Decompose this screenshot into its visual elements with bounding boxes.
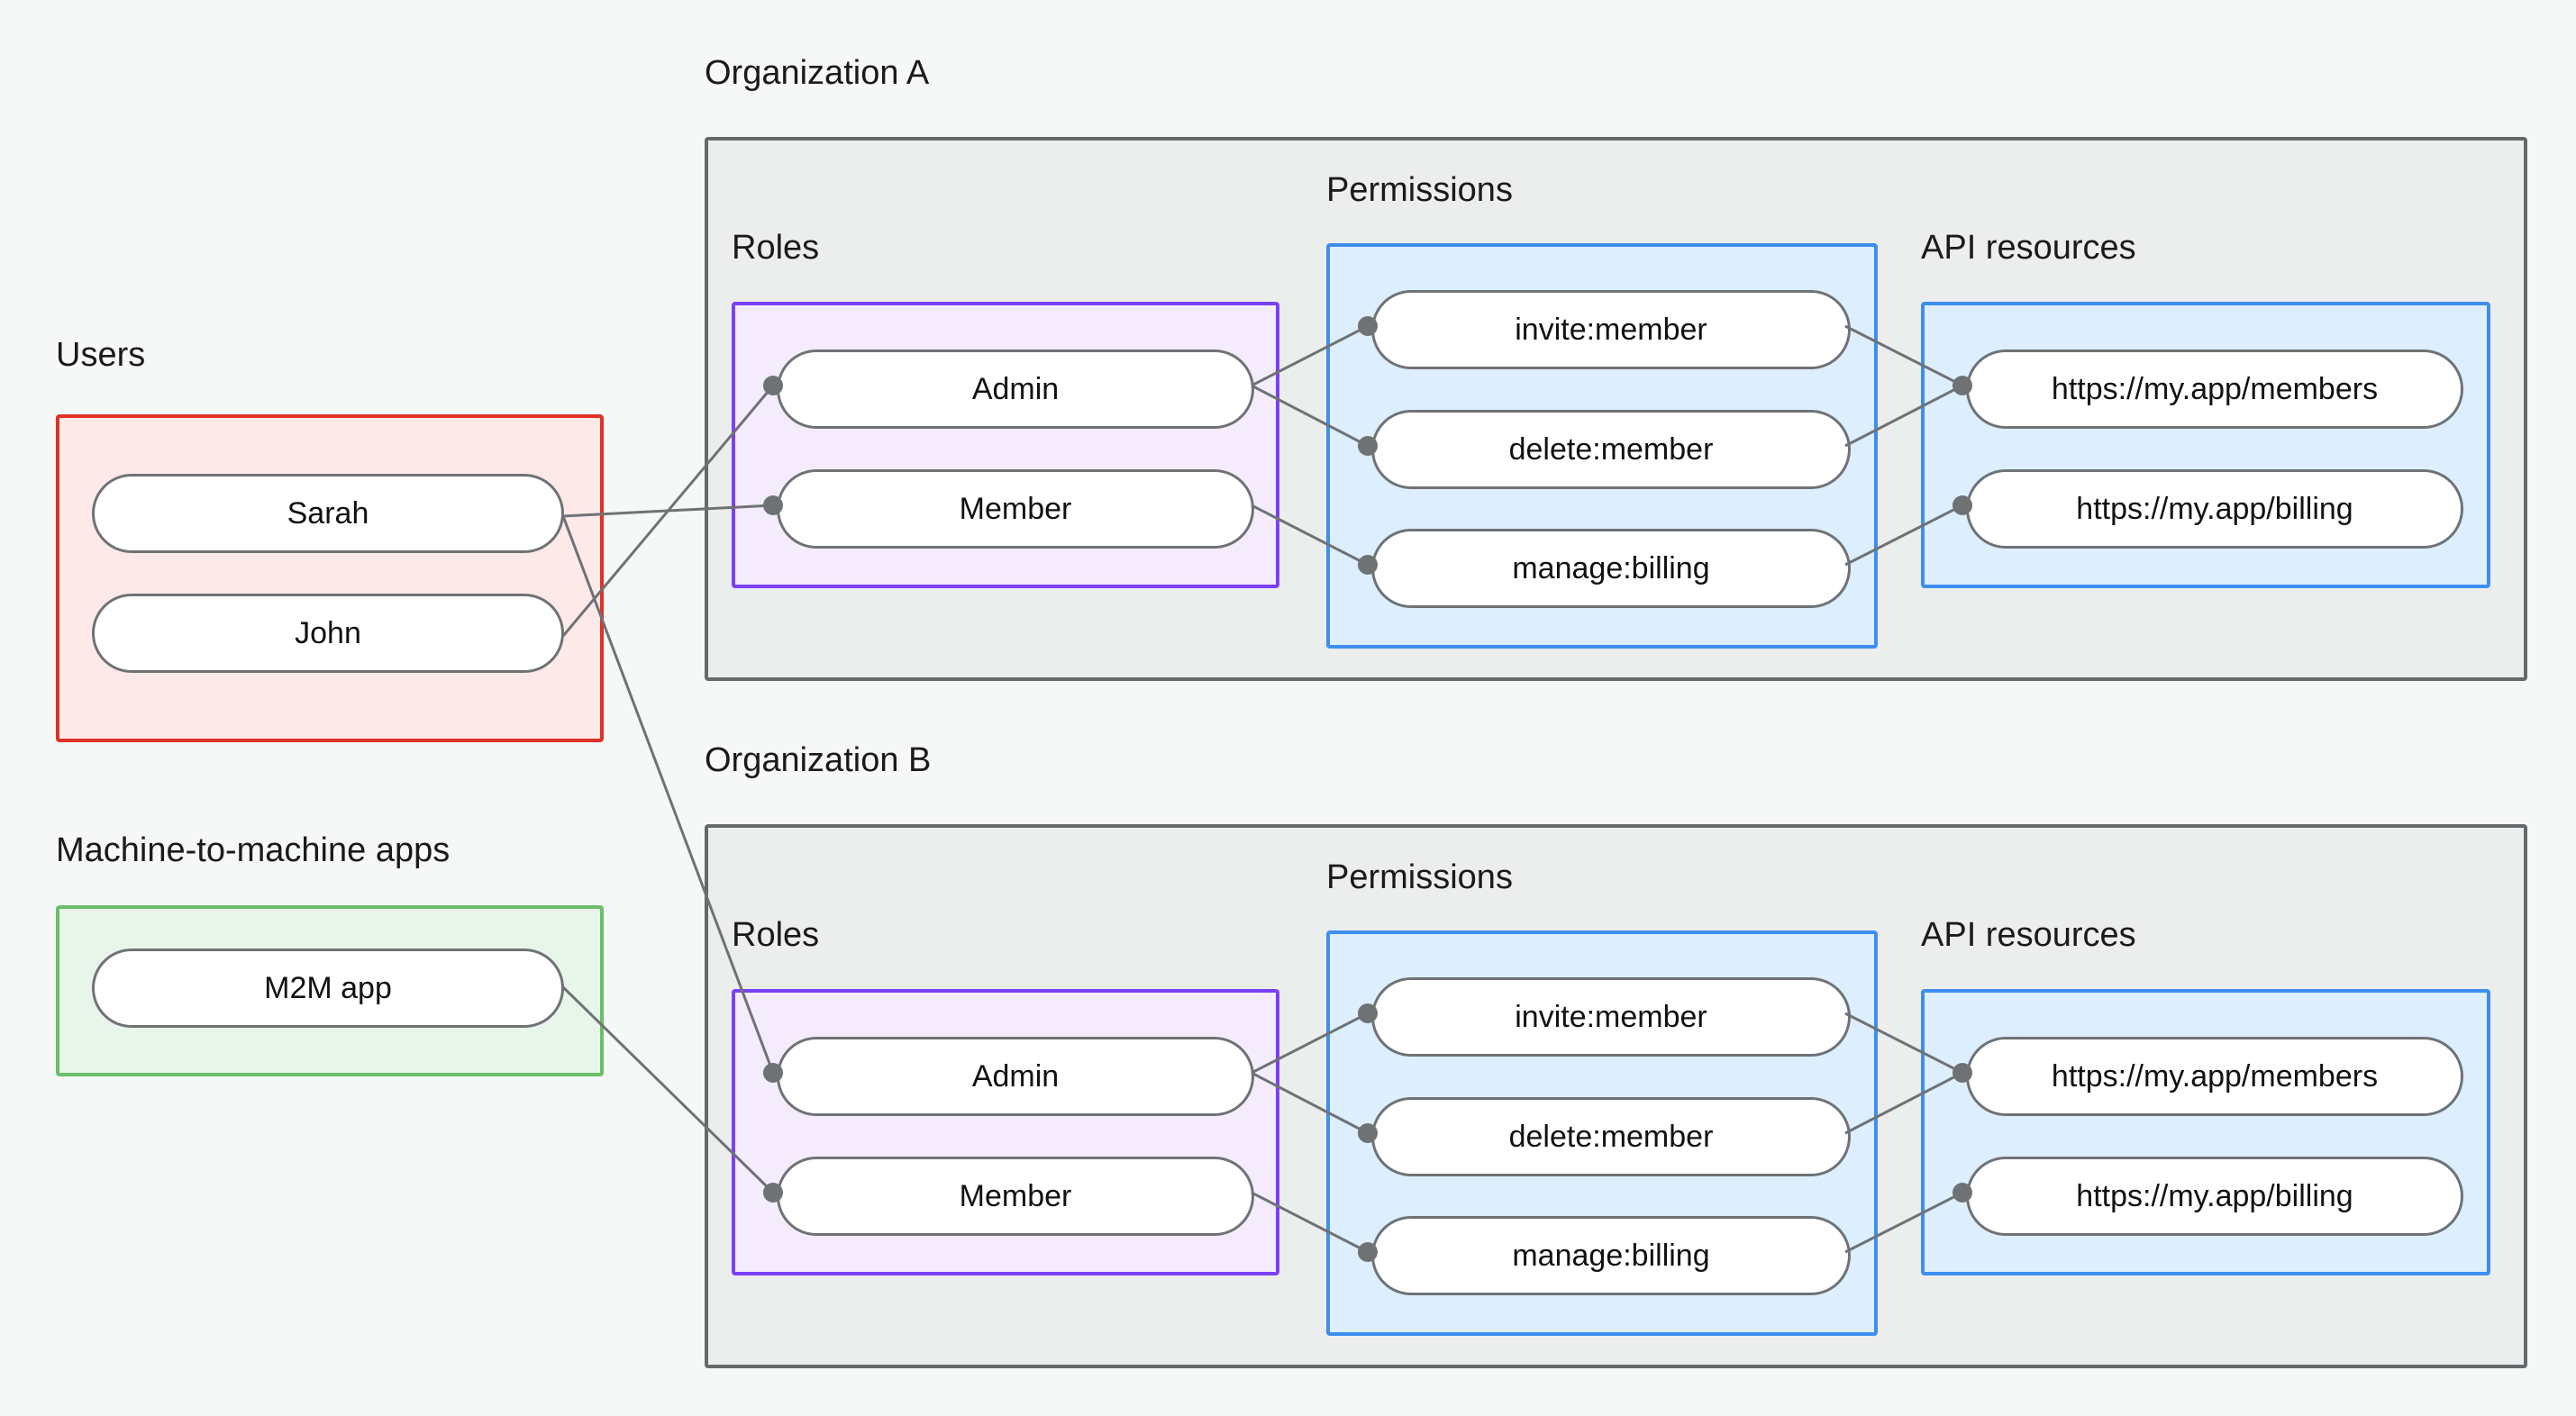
org-a-role-member[interactable]: Member	[777, 469, 1254, 549]
org-a-permission-delete-member[interactable]: delete:member	[1371, 410, 1851, 489]
org-b-role-admin[interactable]: Admin	[777, 1037, 1254, 1116]
org-b-role-member[interactable]: Member	[777, 1157, 1254, 1236]
org-a-api-resource-members[interactable]: https://my.app/members	[1966, 349, 2463, 429]
org-a-permissions-label: Permissions	[1326, 171, 1513, 209]
org-b-api-label: API resources	[1921, 916, 2136, 954]
org-b-roles-box: Admin Member	[732, 989, 1279, 1275]
org-a-api-resource-billing[interactable]: https://my.app/billing	[1966, 469, 2463, 549]
org-b-permission-delete-member[interactable]: delete:member	[1371, 1097, 1851, 1176]
org-a-api-box: https://my.app/members https://my.app/bi…	[1921, 302, 2490, 588]
org-a-roles-label: Roles	[732, 229, 820, 267]
org-a-api-label: API resources	[1921, 229, 2136, 267]
org-b-api-resource-billing[interactable]: https://my.app/billing	[1966, 1157, 2463, 1236]
org-a-label: Organization A	[705, 54, 930, 92]
user-node-john[interactable]: John	[92, 594, 564, 673]
org-a-permission-manage-billing[interactable]: manage:billing	[1371, 529, 1851, 608]
org-b-permission-invite-member[interactable]: invite:member	[1371, 977, 1851, 1057]
org-a-permission-invite-member[interactable]: invite:member	[1371, 290, 1851, 369]
org-b-roles-label: Roles	[732, 916, 820, 954]
user-node-sarah[interactable]: Sarah	[92, 474, 564, 553]
users-group-label: Users	[56, 336, 146, 374]
org-b-api-resource-members[interactable]: https://my.app/members	[1966, 1037, 2463, 1116]
org-b-permission-manage-billing[interactable]: manage:billing	[1371, 1216, 1851, 1295]
users-box: Sarah John	[56, 414, 604, 742]
org-a-role-admin[interactable]: Admin	[777, 349, 1254, 429]
m2m-group-label: Machine-to-machine apps	[56, 831, 451, 869]
org-a-permissions-box: invite:member delete:member manage:billi…	[1326, 243, 1878, 649]
org-b-permissions-label: Permissions	[1326, 858, 1513, 896]
org-b-permissions-box: invite:member delete:member manage:billi…	[1326, 930, 1878, 1336]
m2m-box: M2M app	[56, 905, 604, 1076]
m2m-node-app[interactable]: M2M app	[92, 949, 564, 1028]
org-b-label: Organization B	[705, 741, 932, 779]
org-a-roles-box: Admin Member	[732, 302, 1279, 588]
org-b-api-box: https://my.app/members https://my.app/bi…	[1921, 989, 2490, 1275]
